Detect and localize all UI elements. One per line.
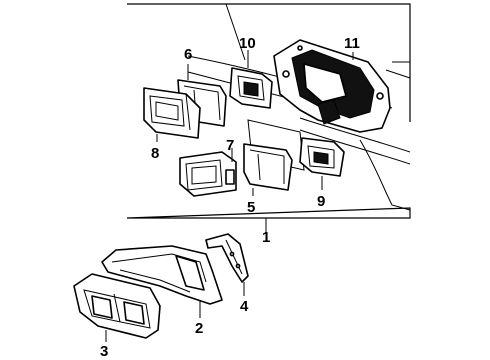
callout-5: 5: [247, 199, 255, 216]
callout-7: 7: [226, 137, 234, 154]
part-3-mounting-frame: [73, 273, 161, 339]
part-5-sealed-beam-lower: [243, 143, 293, 191]
callout-3: 3: [100, 343, 108, 360]
callout-4: 4: [240, 298, 249, 315]
callout-1: 1: [262, 229, 270, 246]
callout-8: 8: [151, 145, 159, 162]
inset-frame: [126, 3, 411, 219]
callout-11: 11: [344, 35, 360, 52]
callout-6: 6: [184, 46, 192, 63]
part-9-retainer-ring-lower: [299, 137, 345, 177]
leader-lines: [105, 50, 354, 342]
part-11-headlamp-mounting-panel: [273, 39, 391, 133]
part-8-housing-bezel-upper: [143, 87, 201, 139]
callout-9: 9: [317, 193, 325, 210]
part-2-grille-support: [101, 245, 223, 305]
callout-10: 10: [239, 35, 256, 52]
callout-2: 2: [195, 320, 203, 337]
callout-labels: 1 2 3 4 5 6 7 8 9 10 11: [100, 35, 360, 360]
part-7-housing-lower: [179, 151, 237, 197]
part-10-retainer-ring-upper: [229, 67, 273, 109]
part-4-side-filler: [205, 233, 249, 283]
